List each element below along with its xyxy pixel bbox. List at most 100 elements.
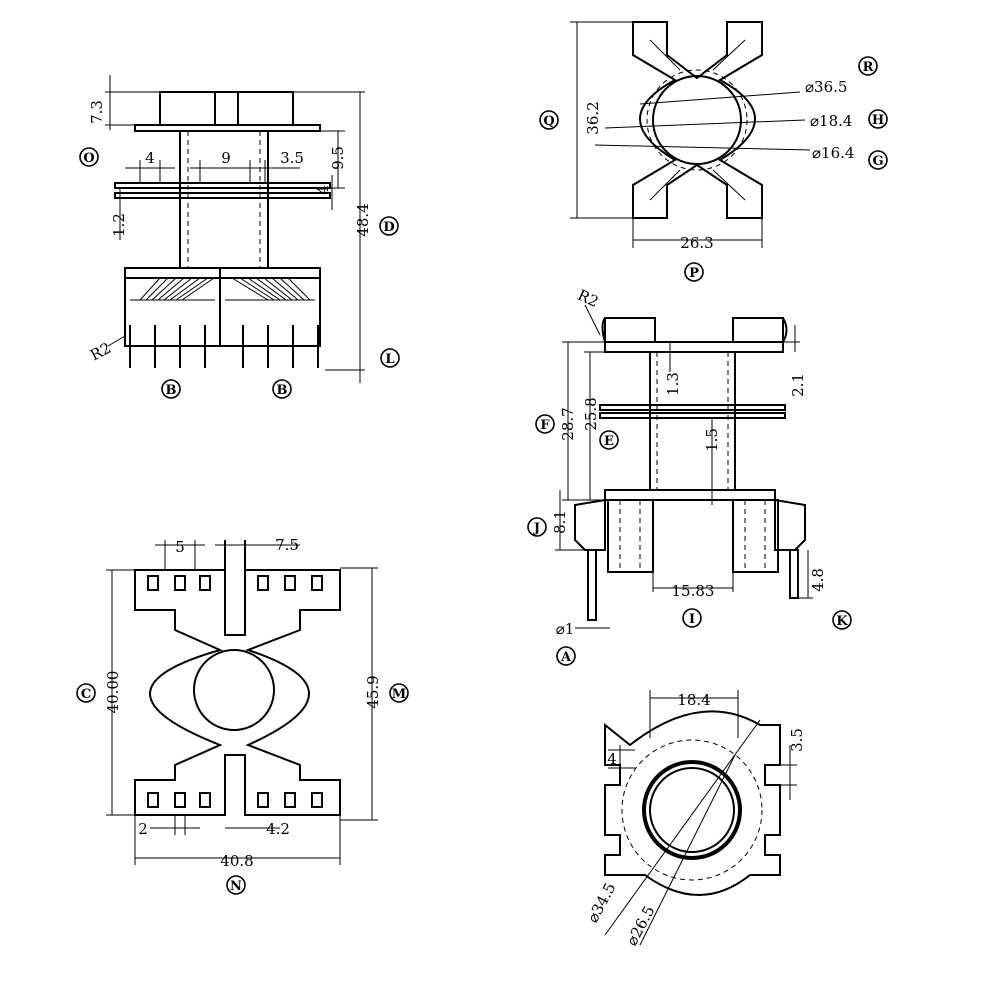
- dim-1-2: 1.2: [110, 213, 128, 237]
- svg-text:G: G: [872, 154, 883, 169]
- dim-18-4-end: 18.4: [677, 691, 710, 709]
- dim-2: 2: [138, 820, 148, 838]
- dim-45-9: 45.9: [364, 675, 382, 708]
- dim-1-3: 1.3: [664, 372, 682, 396]
- side-top-flange: [604, 341, 784, 353]
- dim-dia-36-5: ⌀36.5: [805, 78, 847, 96]
- svg-text:R: R: [863, 60, 874, 75]
- bottom-view: 5 7.5 40.00 45.9 2 4.2 40.8 C M N: [76, 536, 409, 895]
- label-O: O: [79, 147, 99, 167]
- top-view: 36.2 ⌀36.5 ⌀18.4 ⌀16.4 26.3 Q R H G P: [539, 21, 888, 282]
- bore-circle: [652, 75, 742, 165]
- dim-40-00: 40.00: [104, 671, 122, 714]
- svg-text:O: O: [83, 151, 94, 166]
- dim-2-1: 2.1: [789, 373, 807, 397]
- dim-4-side: 4: [314, 185, 332, 195]
- front-view: 7.3 4 9 3.5 9.5 4 1.2 48.4 R2 O D B B L: [79, 75, 400, 399]
- svg-text:A: A: [560, 650, 572, 665]
- top-block-right: [237, 91, 294, 126]
- label-G: G: [868, 150, 888, 170]
- label-B-left: B: [161, 379, 181, 399]
- dim-7-5: 7.5: [275, 536, 299, 554]
- end-bore-ring: [642, 760, 742, 860]
- svg-text:E: E: [604, 434, 614, 449]
- side-mid-flange-top: [599, 404, 786, 411]
- base-body: [124, 277, 321, 347]
- side-base-leg-left: [607, 499, 654, 573]
- label-E: E: [599, 430, 619, 450]
- dim-3-5-front: 3.5: [280, 149, 304, 167]
- dim-5: 5: [175, 538, 185, 556]
- svg-text:J: J: [533, 521, 540, 536]
- top-block-left: [159, 91, 216, 126]
- svg-text:N: N: [230, 879, 242, 894]
- label-C: C: [76, 683, 96, 703]
- dim-4-8: 4.8: [809, 568, 827, 592]
- side-mid-flange-bottom: [599, 412, 786, 419]
- label-Q: Q: [539, 110, 559, 130]
- dim-7-3: 7.3: [88, 100, 106, 124]
- svg-text:M: M: [392, 687, 406, 702]
- svg-text:C: C: [81, 687, 91, 702]
- dim-dia-18-4: ⌀18.4: [810, 112, 852, 130]
- label-A: A: [556, 646, 576, 666]
- label-I: I: [682, 608, 702, 628]
- dim-15-83: 15.83: [672, 582, 715, 600]
- svg-text:K: K: [836, 614, 848, 629]
- base-top: [124, 267, 321, 279]
- label-B-right: B: [272, 379, 292, 399]
- side-pin-right: [789, 549, 799, 599]
- side-base-top: [604, 489, 776, 501]
- label-K: K: [832, 610, 852, 630]
- middle-flange-bottom: [114, 192, 331, 199]
- label-P: P: [684, 262, 704, 282]
- svg-text:I: I: [689, 612, 695, 627]
- label-H: H: [868, 109, 888, 129]
- label-R: R: [858, 56, 878, 76]
- dim-dia-16-4: ⌀16.4: [812, 144, 854, 162]
- dim-9: 9: [221, 149, 231, 167]
- label-J: J: [527, 517, 547, 537]
- dim-4-top: 4: [145, 149, 155, 167]
- svg-text:D: D: [383, 220, 394, 235]
- dim-3-5-end: 3.5: [788, 728, 806, 752]
- dim-26-3: 26.3: [680, 234, 713, 252]
- bottom-view-outline: [134, 569, 341, 816]
- label-D: D: [379, 216, 399, 236]
- svg-text:L: L: [385, 352, 394, 367]
- dim-9-5: 9.5: [329, 146, 347, 170]
- end-view-outline: [604, 710, 781, 896]
- dim-40-8: 40.8: [220, 852, 253, 870]
- svg-text:H: H: [872, 113, 884, 128]
- dim-4-end: 4: [607, 750, 617, 768]
- dim-4-2: 4.2: [266, 820, 290, 838]
- label-L: L: [380, 348, 400, 368]
- dim-r2-side: R2: [575, 286, 601, 311]
- end-view: 18.4 4 3.5 ⌀34.5 ⌀26.5: [584, 690, 806, 949]
- dim-25-8: 25.8: [582, 397, 600, 430]
- label-M: M: [389, 683, 409, 703]
- side-view: R2 2.1 1.3 28.7 25.8 1.5 8.1 15.83 4.8 ⌀…: [527, 286, 852, 666]
- dim-dia-1: ⌀1: [556, 620, 575, 638]
- side-base-leg-right: [732, 499, 779, 573]
- dim-8-1: 8.1: [551, 510, 569, 534]
- label-F: F: [535, 414, 555, 434]
- bottom-bore-circle: [193, 649, 275, 731]
- dim-dia-34-5: ⌀34.5: [584, 880, 620, 926]
- dim-1-5: 1.5: [703, 428, 721, 452]
- dim-36-2: 36.2: [584, 101, 602, 134]
- dim-r2-front: R2: [87, 339, 114, 365]
- svg-text:B: B: [277, 383, 288, 398]
- label-N: N: [226, 875, 246, 895]
- svg-text:B: B: [166, 383, 177, 398]
- svg-text:Q: Q: [543, 114, 554, 129]
- dim-dia-26-5: ⌀26.5: [623, 903, 659, 949]
- top-flange: [134, 124, 321, 132]
- dim-48-4: 48.4: [354, 203, 372, 236]
- middle-flange-top: [114, 182, 331, 189]
- end-bore-outer: [649, 767, 735, 853]
- side-pin-left: [587, 549, 597, 621]
- dim-28-7: 28.7: [559, 407, 577, 440]
- svg-text:P: P: [689, 266, 699, 281]
